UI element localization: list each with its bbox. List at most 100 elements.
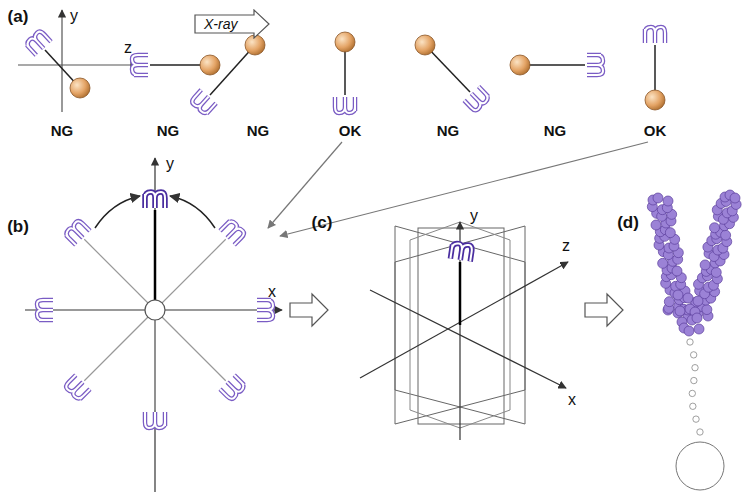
molecule-head bbox=[145, 192, 165, 208]
molecule-head-fill bbox=[464, 87, 490, 112]
molecule-head bbox=[132, 55, 148, 75]
axis-label: x bbox=[568, 392, 576, 408]
residue-bead bbox=[665, 228, 675, 238]
linker-bead bbox=[687, 339, 693, 345]
molecule-head-outline bbox=[145, 412, 165, 428]
molecule-head-outline bbox=[64, 375, 89, 400]
molecule-head-outline bbox=[64, 219, 89, 244]
molecule-head-fill bbox=[132, 55, 148, 75]
result-tag: NG bbox=[157, 123, 180, 138]
molecule-head-fill bbox=[25, 30, 51, 55]
residue-bead bbox=[673, 290, 683, 300]
molecule-head-fill bbox=[335, 97, 355, 113]
heavy-atom bbox=[245, 35, 265, 55]
rotation-center bbox=[145, 300, 165, 320]
molecule-head bbox=[645, 27, 665, 43]
molecule-head bbox=[464, 87, 490, 112]
molecule-head-fill bbox=[220, 219, 245, 244]
residue-bead bbox=[710, 223, 720, 233]
panel-label: (c) bbox=[312, 214, 333, 231]
residue-bead bbox=[663, 196, 673, 206]
arrow-shape bbox=[195, 10, 269, 38]
molecule-stick bbox=[155, 310, 226, 381]
result-tag: NG bbox=[544, 123, 567, 138]
molecule-head-outline bbox=[220, 375, 245, 400]
residue-bead bbox=[683, 293, 693, 303]
axis-label: y bbox=[166, 156, 174, 172]
molecule-head bbox=[450, 243, 472, 262]
heavy-atom bbox=[70, 78, 90, 98]
heavy-atom bbox=[415, 35, 435, 55]
heavy-atom bbox=[645, 90, 665, 110]
heavy-atom bbox=[510, 55, 530, 75]
molecule-head bbox=[257, 300, 273, 320]
plane bbox=[418, 228, 504, 424]
molecule-head-outline bbox=[645, 27, 665, 43]
molecule-head-outline bbox=[37, 300, 53, 320]
molecule-head-outline bbox=[257, 300, 273, 320]
panel-label: (d) bbox=[617, 214, 639, 231]
residue-bead bbox=[692, 313, 702, 323]
molecule bbox=[450, 243, 472, 325]
axis-label: x bbox=[268, 284, 276, 300]
molecule-head bbox=[25, 30, 51, 55]
molecule-head-fill bbox=[450, 243, 472, 262]
residue-bead bbox=[702, 305, 712, 315]
molecule-stick bbox=[154, 310, 155, 410]
molecule-head bbox=[335, 97, 355, 113]
xray-arrow: X-ray bbox=[194, 9, 270, 39]
molecule-head-fill bbox=[64, 219, 89, 244]
molecule-stick bbox=[84, 310, 155, 381]
result-tag: NG bbox=[247, 123, 270, 138]
molecule-head-outline bbox=[220, 219, 245, 244]
linker-bead bbox=[689, 390, 695, 396]
molecule-head-outline bbox=[132, 55, 148, 75]
molecule-head-fill bbox=[645, 27, 665, 43]
molecule-head bbox=[587, 55, 603, 75]
rotated-molecules bbox=[37, 192, 273, 428]
residue-bead bbox=[700, 260, 710, 270]
result-tag: OK bbox=[644, 123, 667, 138]
molecule-head-fill bbox=[220, 375, 245, 400]
molecule-head-fill bbox=[257, 300, 273, 320]
y-axis bbox=[154, 158, 155, 492]
linker-bead bbox=[691, 377, 697, 383]
molecule-stick bbox=[155, 309, 255, 310]
molecule-stick bbox=[155, 239, 226, 310]
linker-bead bbox=[697, 429, 703, 435]
residue-bead bbox=[653, 193, 663, 203]
linker-bead bbox=[690, 403, 696, 409]
molecule-head-fill bbox=[37, 300, 53, 320]
molecule-stick bbox=[154, 210, 157, 310]
residue-bead bbox=[730, 193, 740, 203]
molecule-head-outline bbox=[145, 192, 165, 208]
axis-label: y bbox=[470, 208, 478, 224]
molecule-head bbox=[220, 219, 245, 244]
step-arrow bbox=[585, 294, 623, 326]
molecule-head-outline bbox=[464, 87, 490, 112]
residue-bead bbox=[664, 297, 674, 307]
residue-bead bbox=[693, 296, 703, 306]
molecule-head-fill bbox=[64, 375, 89, 400]
protein-model bbox=[647, 190, 741, 490]
z-axis bbox=[18, 64, 138, 65]
x-axis bbox=[370, 290, 566, 388]
result-tag: OK bbox=[339, 123, 362, 138]
molecule-head bbox=[37, 300, 53, 320]
rotation-arrow bbox=[170, 196, 215, 228]
molecule-head-outline bbox=[191, 90, 217, 115]
y-axis bbox=[61, 10, 62, 112]
residue-bead bbox=[711, 267, 721, 277]
heavy-atom bbox=[200, 55, 220, 75]
residue-bead bbox=[694, 324, 704, 334]
molecules bbox=[25, 27, 665, 115]
molecule-head-fill bbox=[191, 90, 217, 115]
result-tag: NG bbox=[51, 123, 74, 138]
molecule-head bbox=[64, 219, 89, 244]
step-arrow bbox=[290, 294, 328, 326]
panel-label: (b) bbox=[7, 218, 29, 235]
heavy-atom bbox=[335, 32, 355, 52]
molecule-head-outline bbox=[25, 30, 51, 55]
molecule-head-fill bbox=[587, 55, 603, 75]
